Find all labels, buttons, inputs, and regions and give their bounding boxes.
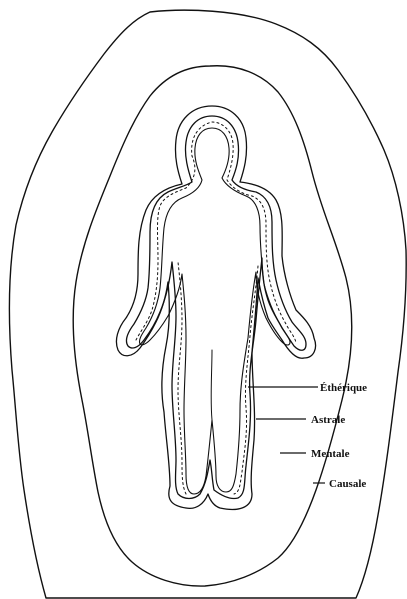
astral-body-outline [116, 106, 315, 509]
physical-body-outline [139, 128, 290, 494]
causal-body-outline [9, 10, 406, 598]
label-causale: Causale [329, 478, 366, 490]
etheric-body-outline-outer [126, 116, 306, 499]
label-mentale: Mentale [311, 448, 350, 460]
label-astrale: Astrale [311, 414, 345, 426]
label-etherique: Éthérique [320, 382, 367, 394]
leg-divide-line [211, 350, 212, 420]
